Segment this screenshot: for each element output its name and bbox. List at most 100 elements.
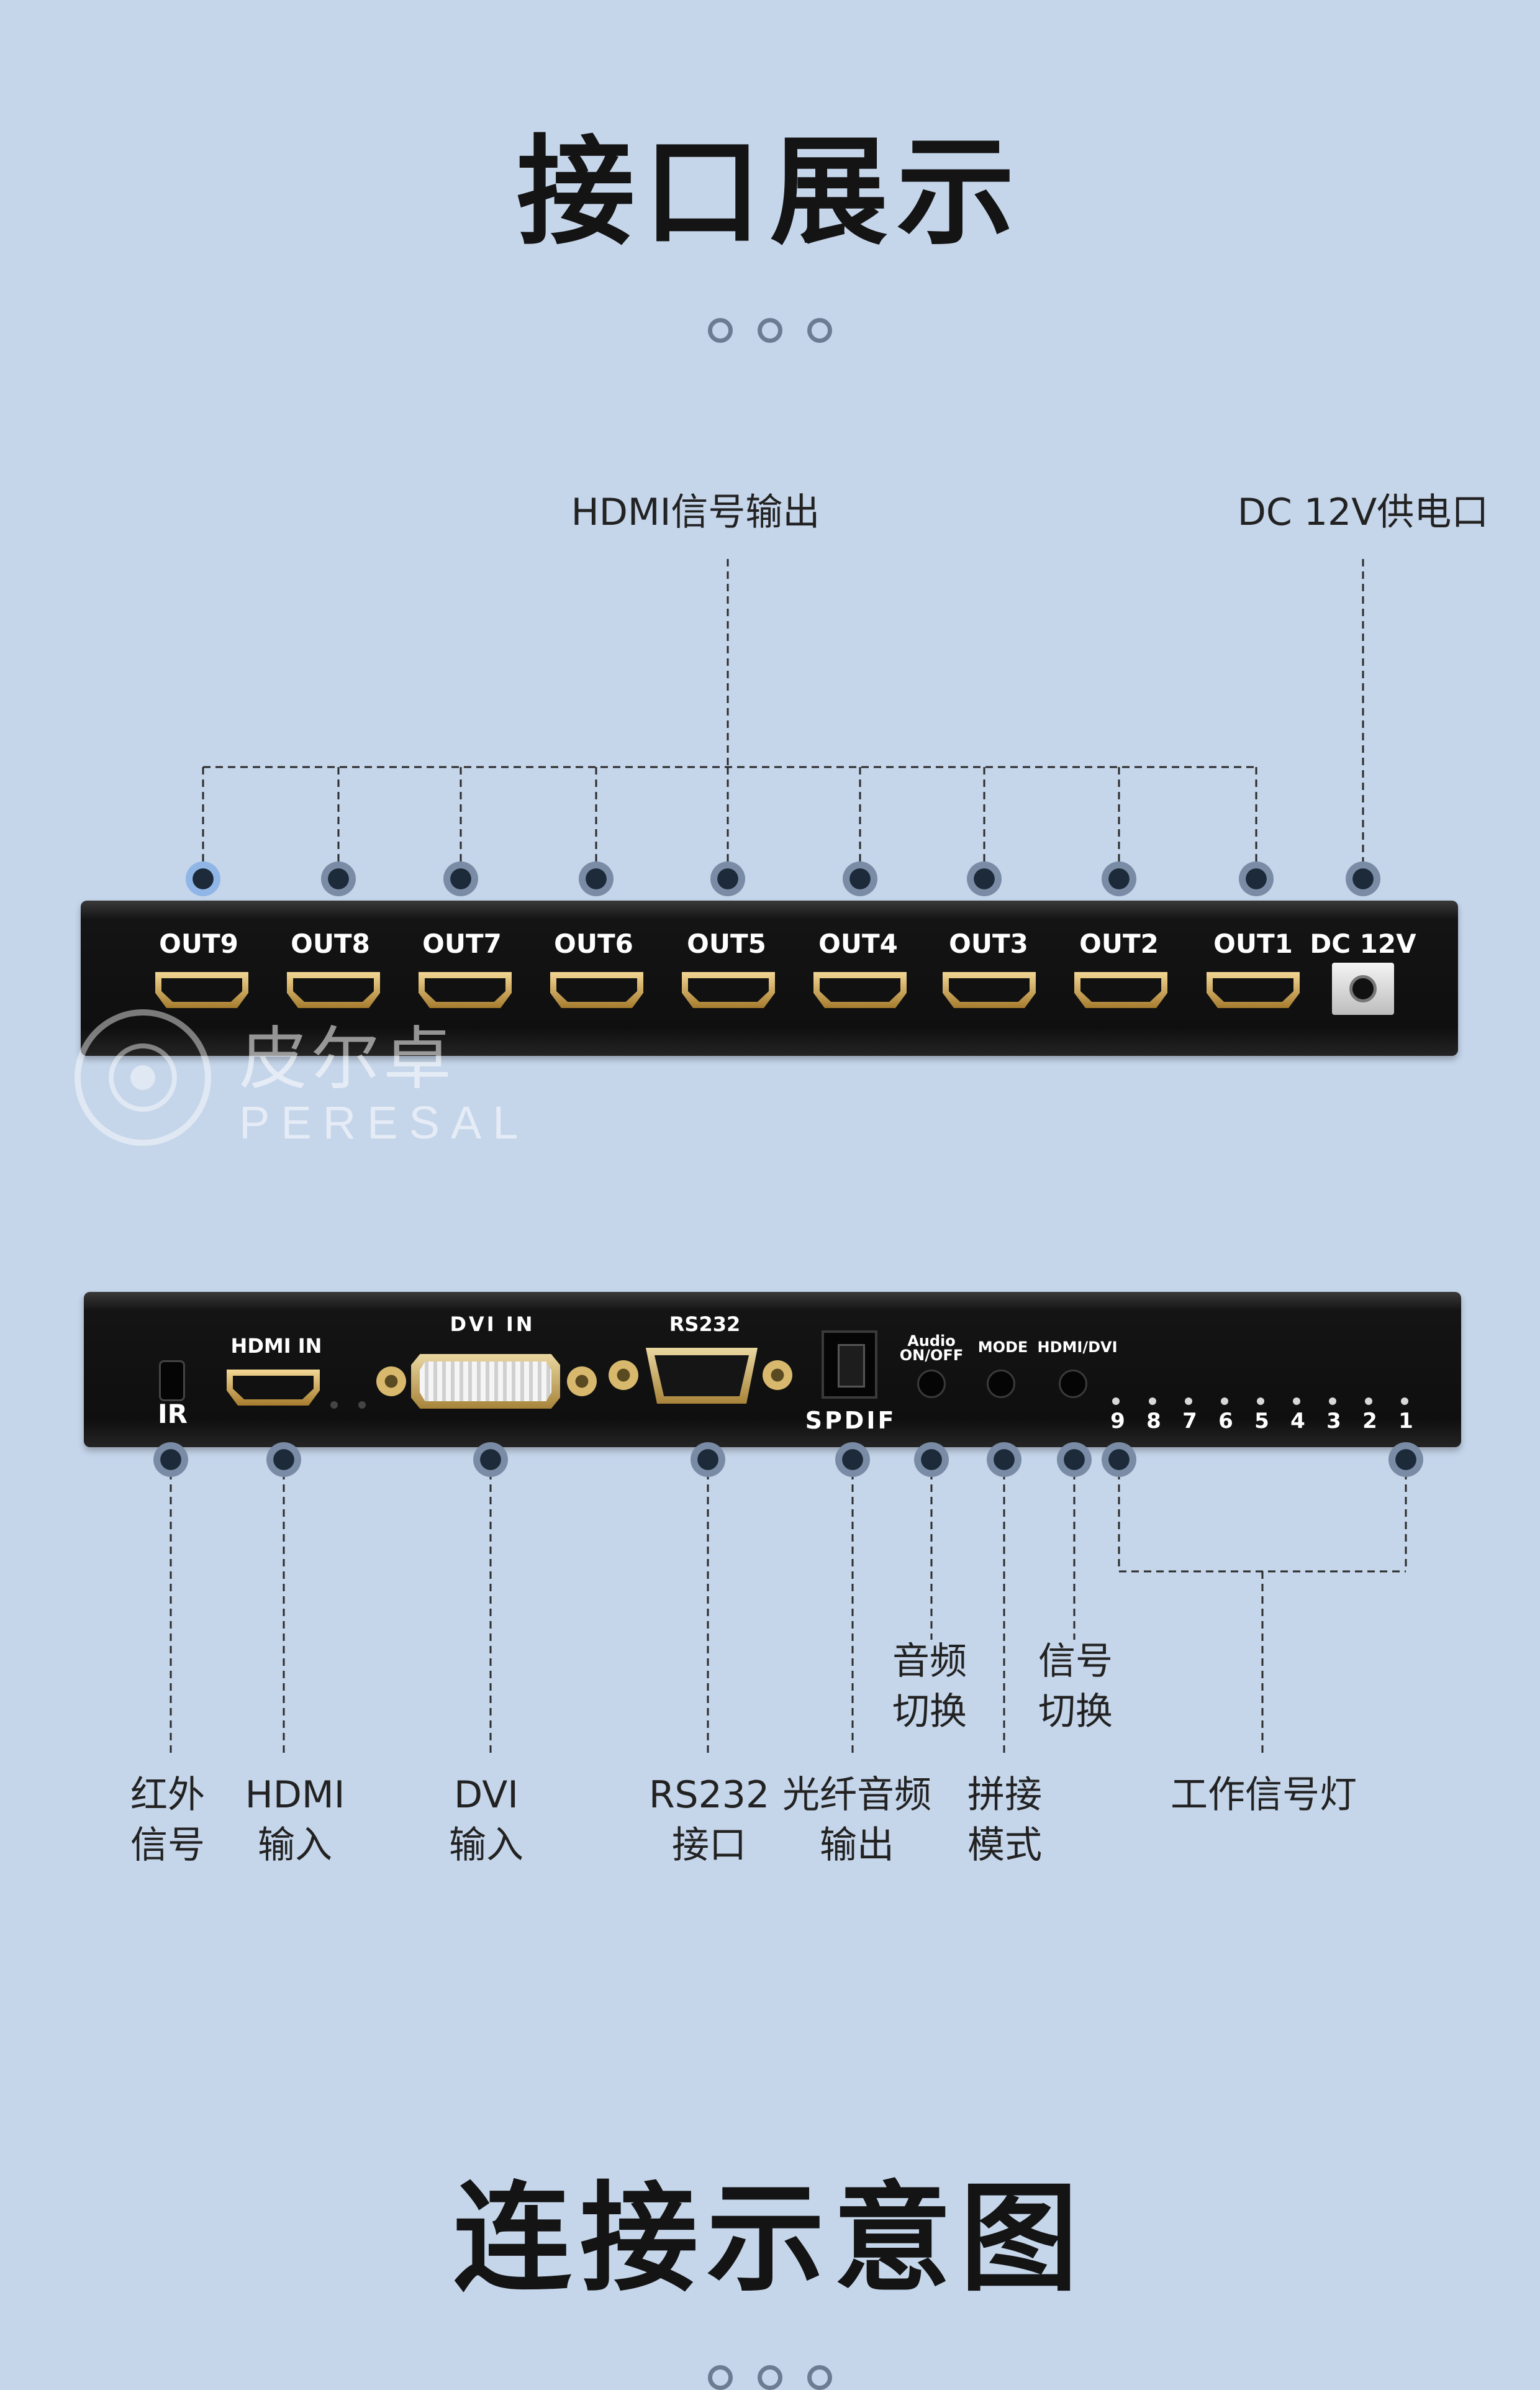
ir-receiver-icon <box>159 1360 185 1401</box>
dot-icon <box>807 318 832 343</box>
marker-out2 <box>1102 861 1136 896</box>
callout-work-led: 工作信号灯 <box>1171 1773 1357 1817</box>
dvi-in-label: DVI IN <box>450 1312 535 1336</box>
marker-out4 <box>843 861 877 896</box>
marker-hdmi-dvi <box>1057 1442 1092 1477</box>
dvi-screw-left-icon <box>376 1366 406 1396</box>
marker-hdmi-in <box>266 1442 301 1477</box>
callout-ir-line1: 红外 <box>130 1773 205 1817</box>
callout-hdmi-line1: HDMI <box>245 1773 345 1817</box>
callout-dvi-line1: DVI <box>454 1773 519 1817</box>
audio-button-label-1: Audio <box>907 1332 956 1350</box>
brand-watermark-cn: 皮尔卓 <box>239 1021 455 1097</box>
brand-watermark-en: PERESAL <box>239 1097 530 1148</box>
section-dots-bottom <box>0 2365 1540 2390</box>
port-label-out1: OUT1 <box>1213 929 1293 959</box>
callout-ir-signal: 红外 信号 <box>130 1770 205 1871</box>
marker-audio-switch <box>914 1442 949 1477</box>
marker-out6 <box>579 861 614 896</box>
led-number-5: 5 <box>1254 1409 1269 1434</box>
callout-splice-line2: 模式 <box>967 1824 1042 1867</box>
marker-ir <box>153 1442 188 1477</box>
callout-hdmi-input: HDMI 输入 <box>245 1770 345 1871</box>
callout-hdmi-output: HDMI信号输出 <box>571 491 820 534</box>
port-label-dc: DC 12V <box>1310 929 1416 959</box>
hdmi-in-port <box>227 1370 320 1406</box>
dvi-port <box>411 1354 560 1409</box>
audio-button-label-2: ON/OFF <box>899 1347 964 1364</box>
hdmi-port-out8 <box>287 972 380 1008</box>
hdmi-port-out3 <box>943 972 1036 1008</box>
rs232-screw-left-icon <box>609 1360 638 1390</box>
callout-rs232-line2: 接口 <box>671 1824 746 1867</box>
marker-led-1 <box>1388 1442 1423 1477</box>
hdmi-port-out7 <box>419 972 512 1008</box>
hdmi-port-out5 <box>682 972 775 1008</box>
callout-splice-mode: 拼接 模式 <box>967 1770 1042 1871</box>
rs232-screw-right-icon <box>763 1360 792 1390</box>
callout-optical-line1: 光纤音频 <box>782 1773 931 1817</box>
hdmi-port-out2 <box>1074 972 1167 1008</box>
port-label-out5: OUT5 <box>687 929 766 959</box>
audio-on-off-button[interactable] <box>917 1370 946 1398</box>
mode-button-label: MODE <box>977 1338 1028 1356</box>
marker-out7 <box>443 861 478 896</box>
hdmi-port-out9 <box>155 972 248 1008</box>
marker-mode <box>987 1442 1021 1477</box>
ir-label: IR <box>158 1399 188 1429</box>
marker-out8 <box>321 861 356 896</box>
hdmi-dvi-button[interactable] <box>1059 1370 1087 1398</box>
led-6 <box>1221 1397 1228 1405</box>
marker-out9 <box>186 861 220 896</box>
callout-dvi-input: DVI 输入 <box>449 1770 523 1871</box>
led-number-7: 7 <box>1182 1409 1197 1434</box>
hdmi-dvi-button-label: HDMI/DVI <box>1037 1338 1118 1356</box>
callout-signal-switch-line1: 信号 <box>1038 1640 1113 1683</box>
led-number-3: 3 <box>1326 1409 1341 1434</box>
led-number-1: 1 <box>1398 1409 1413 1434</box>
rs232-label: RS232 <box>669 1312 741 1336</box>
callout-ir-line2: 信号 <box>130 1824 205 1867</box>
dc-jack <box>1332 963 1394 1015</box>
led-number-2: 2 <box>1362 1409 1377 1434</box>
port-label-out6: OUT6 <box>554 929 633 959</box>
callout-audio-switch-line1: 音频 <box>892 1640 967 1683</box>
led-number-4: 4 <box>1290 1409 1305 1434</box>
led-8 <box>1149 1397 1156 1405</box>
section-title-interfaces: 接口展示 <box>516 124 1023 261</box>
dc-jack-hole-icon <box>1349 975 1377 1002</box>
callout-dc-power: DC 12V供电口 <box>1237 491 1489 534</box>
callout-hdmi-line2: 输入 <box>258 1824 332 1867</box>
marker-dvi-in <box>473 1442 508 1477</box>
section-title-connection: 连接示意图 <box>453 2170 1087 2307</box>
led-1 <box>1401 1397 1408 1405</box>
callout-audio-switch: 音频 切换 <box>892 1637 967 1737</box>
hdmi-in-label: HDMI IN <box>230 1334 322 1358</box>
port-label-out2: OUT2 <box>1079 929 1159 959</box>
port-label-out4: OUT4 <box>818 929 898 959</box>
indicator-dot-icon <box>330 1401 338 1409</box>
rs232-port <box>646 1348 758 1404</box>
led-number-9: 9 <box>1110 1409 1125 1434</box>
brand-watermark-logo-icon <box>75 1009 211 1146</box>
callout-rs232: RS232 接口 <box>649 1770 769 1871</box>
led-9 <box>1112 1397 1120 1405</box>
indicator-dot-icon <box>358 1401 366 1409</box>
led-5 <box>1257 1397 1264 1405</box>
dot-icon <box>758 2365 782 2390</box>
led-number-8: 8 <box>1146 1409 1161 1434</box>
hdmi-port-out4 <box>813 972 907 1008</box>
callout-dvi-line2: 输入 <box>449 1824 523 1867</box>
dot-icon <box>708 2365 733 2390</box>
hdmi-port-out1 <box>1207 972 1300 1008</box>
hdmi-port-out6 <box>550 972 643 1008</box>
marker-out5 <box>710 861 745 896</box>
led-number-6: 6 <box>1218 1409 1233 1434</box>
dot-icon <box>758 318 782 343</box>
dvi-screw-right-icon <box>567 1366 597 1396</box>
led-2 <box>1365 1397 1372 1405</box>
mode-button[interactable] <box>987 1370 1015 1398</box>
led-4 <box>1293 1397 1300 1405</box>
port-label-out9: OUT9 <box>159 929 238 959</box>
